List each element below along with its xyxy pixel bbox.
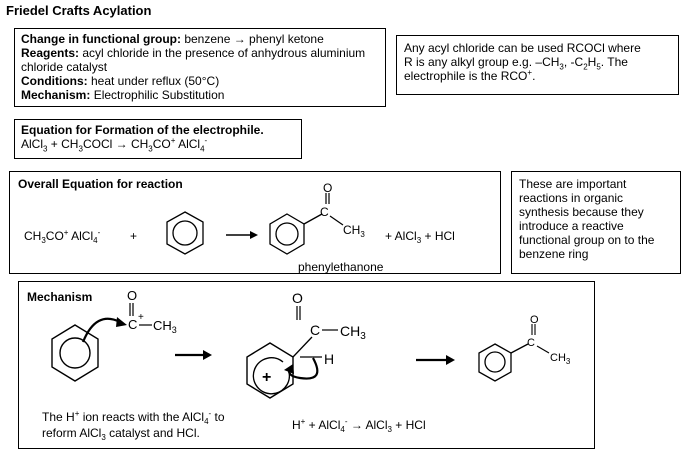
- electrophile-heading: Equation for Formation of the electrophi…: [21, 123, 264, 137]
- delocalised-charge-arc-icon: [252, 357, 291, 395]
- final-methyl: CH3: [550, 352, 571, 366]
- final-oxygen: O: [530, 314, 539, 326]
- product-oxygen: O: [323, 181, 332, 195]
- overall-reactant: CH3CO+ AlCl4-: [24, 228, 101, 245]
- intermediate-carbon: C: [310, 322, 320, 338]
- summary-box: Change in functional group: benzene → ph…: [14, 28, 386, 107]
- acylium-charge: +: [138, 312, 144, 323]
- mechanism-value: Electrophilic Substitution: [90, 88, 225, 102]
- intermediate-charge: +: [262, 369, 271, 386]
- overall-plus: +: [130, 229, 137, 243]
- final-carbon: C: [527, 337, 535, 349]
- conditions-value: heat under reflux (50°C): [87, 74, 220, 88]
- product-methyl: CH3: [343, 223, 365, 239]
- conditions-label: Conditions:: [21, 74, 88, 88]
- intermediate-methyl: CH3: [340, 323, 366, 342]
- acylium-oxygen: O: [127, 288, 137, 303]
- importance-text: These are important reactions in organic…: [519, 177, 655, 261]
- reagents-value: acyl chloride in the presence of anhydro…: [21, 46, 366, 74]
- intermediate-oxygen: O: [292, 290, 303, 306]
- overall-equation-box: Overall Equation for reaction: [9, 171, 501, 274]
- electrophile-box: Equation for Formation of the electrophi…: [14, 119, 302, 159]
- reagents-label: Reagents:: [21, 46, 80, 60]
- product-name: phenylethanone: [298, 260, 384, 274]
- final-product-ring-icon: [478, 343, 512, 382]
- importance-box: These are important reactions in organic…: [511, 171, 681, 274]
- mechanism-label: Mechanism:: [21, 88, 91, 102]
- note-line-3: electrophile is the RCO+.: [404, 68, 536, 84]
- page-title: Friedel Crafts Acylation: [6, 3, 152, 18]
- curly-arrow-icon: [81, 317, 121, 343]
- mechanism-box: Mechanism: [18, 281, 595, 449]
- mechanism-benzene-icon: [51, 324, 99, 382]
- final-equation: H+ + AlCl4- → AlCl3 + HCl: [292, 417, 426, 434]
- mechanism-heading: Mechanism: [27, 290, 93, 304]
- acyl-chloride-note: Any acyl chloride can be used RCOCl wher…: [396, 35, 679, 95]
- change-label: Change in functional group:: [21, 32, 181, 46]
- benzene-ring-icon: [166, 211, 204, 255]
- note-line-1: Any acyl chloride can be used RCOCl wher…: [404, 41, 641, 55]
- acylium-methyl: CH3: [153, 318, 177, 335]
- overall-heading: Overall Equation for reaction: [18, 177, 183, 191]
- bond-break-arrow-icon: [288, 357, 319, 380]
- electrophile-equation: AlCl3 + CH3COCl → CH3CO+ AlCl4-: [21, 136, 208, 154]
- intermediate-hydrogen: H: [324, 351, 334, 367]
- change-value: benzene → phenyl ketone: [180, 32, 324, 46]
- regen-text-line-1: The H+ ion reacts with the AlCl4- to: [42, 409, 225, 426]
- product-carbonyl-carbon: C: [320, 205, 329, 219]
- regen-text-line-2: reform AlCl3 catalyst and HCl.: [42, 426, 200, 442]
- note-line-2: R is any alkyl group e.g. –CH3, -C2H5. T…: [404, 55, 628, 72]
- acylium-carbon: C: [128, 317, 137, 332]
- overall-products: + AlCl3 + HCl: [385, 229, 455, 245]
